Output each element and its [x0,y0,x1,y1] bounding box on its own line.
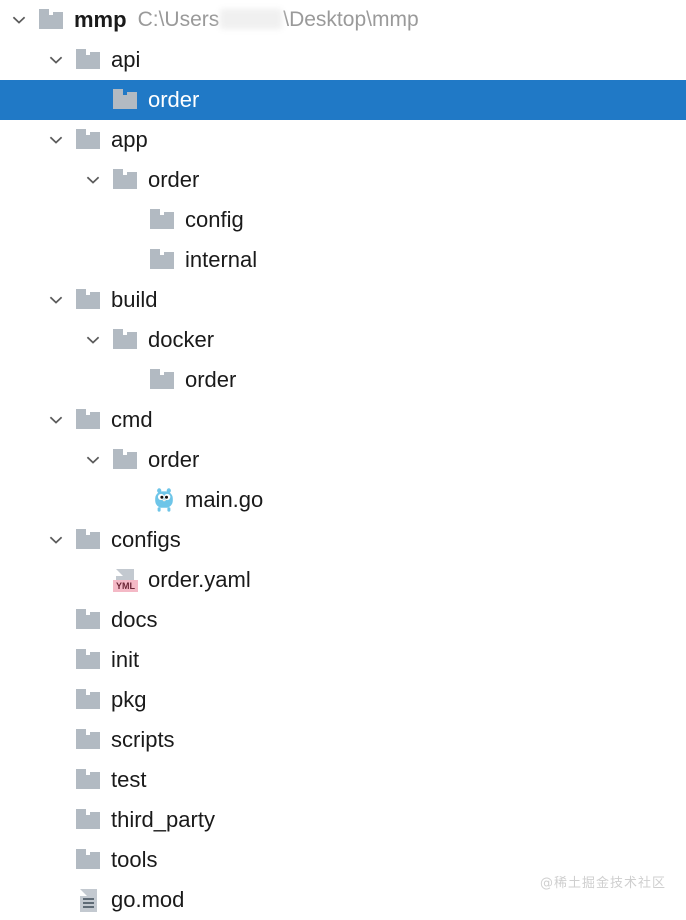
document-icon [76,889,102,911]
tree-row-build[interactable]: build [0,280,686,320]
tree-row-label: scripts [111,727,175,753]
watermark-text: @稀土掘金技术社区 [540,872,666,891]
go-file-icon [150,489,176,511]
tree-row-order[interactable]: order [0,440,686,480]
tree-row-api[interactable]: api [0,40,686,80]
tree-row-label: order.yaml [148,567,251,593]
tree-row-order[interactable]: order [0,80,686,120]
yaml-file-icon: YML [113,569,139,591]
folder-icon [76,529,102,551]
tree-row-label: app [111,127,148,153]
chevron-down-icon[interactable] [45,529,67,551]
path-prefix: C:\Users [138,8,220,31]
tree-row-configs[interactable]: configs [0,520,686,560]
tree-row-label: third_party [111,807,215,833]
tree-row-label: go.mod [111,887,184,913]
tree-row-init[interactable]: init [0,640,686,680]
folder-icon [76,849,102,871]
tree-row-label: order [148,447,199,473]
folder-icon [76,609,102,631]
breadcrumb-path: C:\Users \Desktop\mmp [138,7,419,33]
folder-icon [39,9,65,31]
tree-row-order[interactable]: order [0,360,686,400]
tree-row-docker[interactable]: docker [0,320,686,360]
chevron-down-icon[interactable] [45,289,67,311]
tree-row-label: configs [111,527,181,553]
tree-row-label: tools [111,847,157,873]
folder-icon [76,49,102,71]
tree-row-scripts[interactable]: scripts [0,720,686,760]
redacted-username [220,9,282,29]
folder-icon [76,689,102,711]
chevron-down-icon[interactable] [8,9,30,31]
tree-row-third-party[interactable]: third_party [0,800,686,840]
tree-row-label: order [185,367,236,393]
folder-icon [76,809,102,831]
tree-row-label: docker [148,327,214,353]
tree-row-label: api [111,47,140,73]
folder-icon [76,409,102,431]
tree-row-label: cmd [111,407,153,433]
folder-icon [113,329,139,351]
tree-row-label: docs [111,607,157,633]
folder-icon [150,249,176,271]
folder-icon [76,289,102,311]
folder-icon [76,129,102,151]
page-title: mmp [74,7,127,33]
tree-row-label: init [111,647,139,673]
tree-row-pkg[interactable]: pkg [0,680,686,720]
tree-row-label: order [148,167,199,193]
tree-row-order[interactable]: order [0,160,686,200]
chevron-down-icon[interactable] [82,449,104,471]
tree-row-docs[interactable]: docs [0,600,686,640]
tree-row-test[interactable]: test [0,760,686,800]
tree-row-label: build [111,287,157,313]
tree-row-app[interactable]: app [0,120,686,160]
folder-icon [76,769,102,791]
tree-row-internal[interactable]: internal [0,240,686,280]
folder-icon [76,649,102,671]
chevron-down-icon[interactable] [45,129,67,151]
tree-row-cmd[interactable]: cmd [0,400,686,440]
chevron-down-icon[interactable] [82,169,104,191]
tree-row-label: test [111,767,146,793]
folder-icon [113,169,139,191]
tree-row-order-yaml[interactable]: YML order.yaml [0,560,686,600]
folder-icon [76,729,102,751]
tree-row-label: order [148,87,199,113]
chevron-down-icon[interactable] [82,329,104,351]
path-suffix: \Desktop\mmp [283,8,418,31]
folder-icon [150,369,176,391]
tree-row-main-go[interactable]: main.go [0,480,686,520]
tree-row-label: main.go [185,487,263,513]
tree-row-label: pkg [111,687,146,713]
chevron-down-icon[interactable] [45,49,67,71]
tree-row-mmp[interactable]: mmp C:\Users \Desktop\mmp [0,0,686,40]
tree-row-label: internal [185,247,257,273]
tree-row-label: config [185,207,244,233]
chevron-down-icon[interactable] [45,409,67,431]
folder-icon [113,449,139,471]
tree-row-config[interactable]: config [0,200,686,240]
folder-icon [113,89,139,111]
folder-icon [150,209,176,231]
